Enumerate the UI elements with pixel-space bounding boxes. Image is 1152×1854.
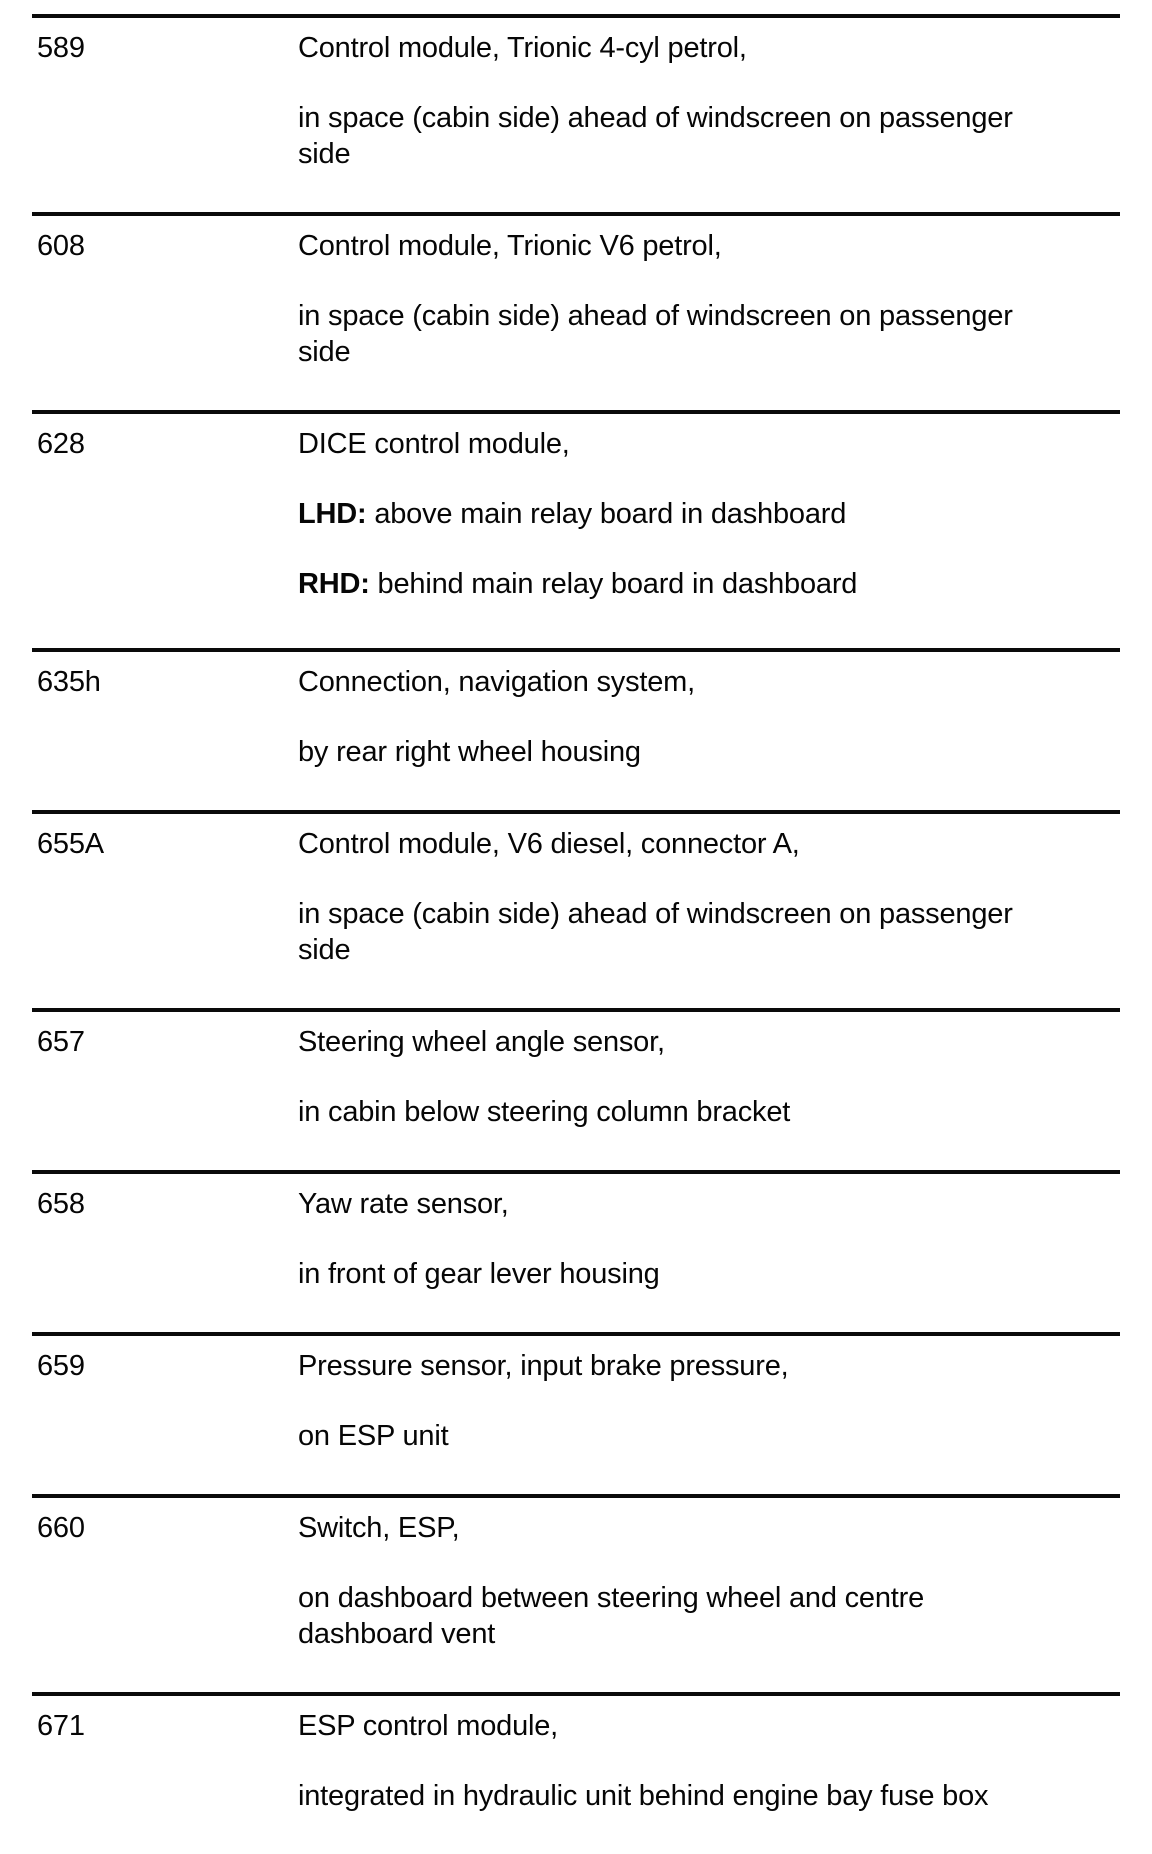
component-description: Control module, Trionic V6 petrol, in sp… [298, 228, 1058, 370]
component-row: 658 Yaw rate sensor, in front of gear le… [32, 1170, 1120, 1332]
component-title: DICE control module, [298, 428, 570, 460]
rhd-text: behind main relay board in dashboard [377, 568, 858, 600]
component-location: by rear right wheel housing [298, 736, 641, 768]
component-description: ESP control module, integrated in hydrau… [298, 1708, 1058, 1814]
component-row: 589 Control module, Trionic 4-cyl petrol… [32, 14, 1120, 212]
component-code: 635h [37, 666, 101, 698]
component-description: Pressure sensor, input brake pressure, o… [298, 1348, 1058, 1454]
component-location: in front of gear lever housing [298, 1258, 660, 1290]
component-code: 658 [37, 1188, 85, 1220]
lhd-label: LHD: [298, 498, 367, 530]
component-code: 589 [37, 32, 85, 64]
component-row: 628 DICE control module, LHD: above main… [32, 410, 1120, 648]
component-code: 657 [37, 1026, 85, 1058]
component-description: Connection, navigation system, by rear r… [298, 664, 1058, 770]
component-description: Control module, V6 diesel, connector A, … [298, 826, 1058, 968]
component-location: in space (cabin side) ahead of windscree… [298, 300, 1013, 368]
component-location: on dashboard between steering wheel and … [298, 1582, 925, 1650]
component-title: Switch, ESP, [298, 1512, 460, 1544]
component-row: 655A Control module, V6 diesel, connecto… [32, 810, 1120, 1008]
component-location: in space (cabin side) ahead of windscree… [298, 898, 1013, 966]
component-description: Switch, ESP, on dashboard between steeri… [298, 1510, 1058, 1652]
component-location-rhd: RHD: behind main relay board in dashboar… [298, 566, 1058, 602]
component-title: ESP control module, [298, 1710, 559, 1742]
component-code: 628 [37, 428, 85, 460]
component-location: integrated in hydraulic unit behind engi… [298, 1780, 989, 1812]
component-title: Yaw rate sensor, [298, 1188, 509, 1220]
component-row: 608 Control module, Trionic V6 petrol, i… [32, 212, 1120, 410]
component-description: DICE control module, LHD: above main rel… [298, 426, 1058, 602]
component-title: Control module, Trionic 4-cyl petrol, [298, 32, 747, 64]
component-code: 655A [37, 828, 104, 860]
component-title: Steering wheel angle sensor, [298, 1026, 665, 1058]
component-title: Pressure sensor, input brake pressure, [298, 1350, 789, 1382]
component-location-table: 589 Control module, Trionic 4-cyl petrol… [32, 0, 1120, 1854]
component-code: 659 [37, 1350, 85, 1382]
component-title: Connection, navigation system, [298, 666, 695, 698]
component-title: Control module, Trionic V6 petrol, [298, 230, 722, 262]
component-description: Control module, Trionic 4-cyl petrol, in… [298, 30, 1058, 172]
component-row: 657 Steering wheel angle sensor, in cabi… [32, 1008, 1120, 1170]
component-code: 608 [37, 230, 85, 262]
component-location: in cabin below steering column bracket [298, 1096, 791, 1128]
component-row: 671 ESP control module, integrated in hy… [32, 1692, 1120, 1854]
component-title: Control module, V6 diesel, connector A, [298, 828, 800, 860]
component-location: in space (cabin side) ahead of windscree… [298, 102, 1013, 170]
component-row: 635h Connection, navigation system, by r… [32, 648, 1120, 810]
component-description: Steering wheel angle sensor, in cabin be… [298, 1024, 1058, 1130]
rhd-label: RHD: [298, 568, 370, 600]
component-location: on ESP unit [298, 1420, 449, 1452]
lhd-text: above main relay board in dashboard [374, 498, 847, 530]
component-description: Yaw rate sensor, in front of gear lever … [298, 1186, 1058, 1292]
component-row: 660 Switch, ESP, on dashboard between st… [32, 1494, 1120, 1692]
component-code: 660 [37, 1512, 85, 1544]
component-location-lhd: LHD: above main relay board in dashboard [298, 496, 1058, 532]
component-row: 659 Pressure sensor, input brake pressur… [32, 1332, 1120, 1494]
component-code: 671 [37, 1710, 85, 1742]
